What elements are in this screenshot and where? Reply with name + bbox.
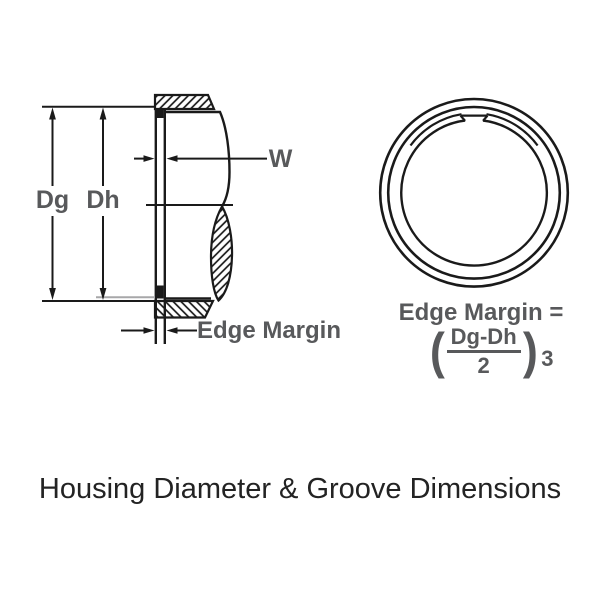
housing-upper-section [153,93,216,111]
dg-label: Dg [35,186,70,214]
formula-numerator: Dg-Dh [446,325,521,353]
ring-outer-circle [386,105,562,280]
edge-margin-formula: ( Dg-Dh 2 ) 3 [429,323,554,379]
w-dimension [134,155,267,162]
ring-gap-detail [409,113,539,147]
ring-lens-section [209,204,234,303]
edge-margin-formula-lead: Edge Margin = [398,299,564,326]
w-label: W [268,145,293,173]
formula-open-paren: ( [429,323,445,379]
dh-dimension [99,107,107,300]
housing-bore-circle [378,97,570,288]
cross-section-diagram [42,93,267,344]
edge-margin-dimension [121,327,197,334]
dg-dimension [42,105,156,302]
edge-margin-label: Edge Margin [197,317,342,344]
groove-walls [154,109,167,344]
formula-close-paren: ) [522,323,538,379]
formula-fraction: Dg-Dh 2 [446,325,521,378]
formula-denominator: 2 [477,353,490,378]
retained-part-outline [165,110,231,300]
ring-front-view [378,97,570,288]
diagram-caption: Housing Diameter & Groove Dimensions [38,473,562,505]
ring-inner-arc [400,119,549,267]
dh-label: Dh [86,186,120,214]
retaining-ring-section [156,109,164,299]
formula-multiplier: 3 [541,346,554,371]
